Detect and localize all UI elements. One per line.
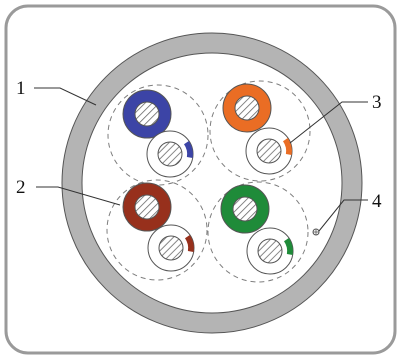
twisted-pair-brown <box>122 182 195 272</box>
leader-line-4 <box>318 199 368 232</box>
pair-boundary-brown <box>106 179 208 281</box>
conductor-core <box>232 196 258 222</box>
callout-label-4: 4 <box>372 191 382 212</box>
twisted-pair-blue <box>122 89 194 178</box>
conductor-core <box>256 138 282 164</box>
ripcord-mark <box>312 228 320 236</box>
twisted-pair-orange <box>222 83 293 175</box>
callout-label-3: 3 <box>372 92 382 113</box>
stripe-brown <box>185 235 194 252</box>
stripe-green <box>284 238 293 255</box>
stripe-blue <box>184 141 193 158</box>
pair-boundary-green <box>207 181 309 283</box>
leader-line-2 <box>36 186 121 206</box>
conductor-core <box>234 95 260 121</box>
pair-boundary-blue <box>107 84 209 186</box>
conductor-core <box>134 194 160 220</box>
cable-core-area <box>81 52 343 314</box>
pair-boundary-orange <box>209 80 311 182</box>
leader-line-1 <box>34 87 97 106</box>
callout-label-1: 1 <box>16 78 26 99</box>
stripe-orange <box>283 138 292 155</box>
twisted-pair-green <box>220 184 294 275</box>
callout-label-2: 2 <box>16 177 26 198</box>
conductor-core <box>158 235 184 261</box>
leader-line-3 <box>289 101 368 144</box>
conductor-core <box>134 101 160 127</box>
conductor-core <box>157 141 183 167</box>
conductor-core <box>257 238 283 264</box>
